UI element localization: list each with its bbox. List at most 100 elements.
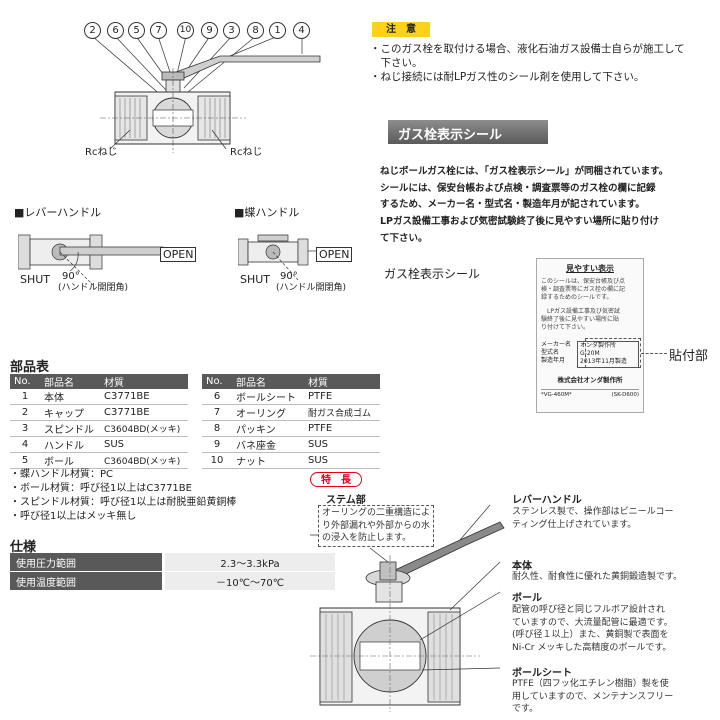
- col-part: 部品名: [40, 374, 100, 389]
- seal-pointer-label: 貼付部: [669, 349, 709, 364]
- feature-lever-text: ステンレス製で、操作部はビニールコー ティング仕上げされています。: [512, 506, 673, 531]
- parts-note: ・ボール材質：呼び径1以上はC3771BE: [10, 483, 192, 494]
- feature-stem-title: ステム部: [326, 495, 366, 506]
- feature-seat-title: ボールシート: [512, 668, 572, 679]
- sticker-line: り付けて下さい。: [541, 324, 590, 332]
- butterfly-shut-label: SHUT: [240, 273, 271, 286]
- lever-angle-note: (ハンドル開閉角): [58, 283, 129, 293]
- seal-section-banner: ガス栓表示シール: [388, 120, 548, 144]
- assembly-diagram: [70, 18, 330, 163]
- sticker-line: このシールは、保安台帳及び点: [541, 278, 626, 285]
- lever-shut-label: SHUT: [20, 273, 51, 286]
- col-material: 材質: [100, 374, 188, 389]
- sticker-company: 株式会社オンダ製作所: [557, 375, 623, 384]
- lever-handle-title: ■レバーハンドル: [14, 206, 102, 219]
- model-label: 型式名: [541, 348, 560, 356]
- butterfly-handle-title: ■蝶ハンドル: [234, 206, 300, 219]
- lever-open-label: OPEN: [160, 247, 197, 262]
- maker-label: メーカー名: [541, 340, 572, 348]
- sticker-footer: *VG-460M* (SK-D600): [541, 388, 639, 398]
- callout-2: 2: [84, 22, 101, 39]
- feature-text-line: ティング仕上げされています。: [512, 519, 637, 530]
- feature-text-line: (呼び径１以上）また、黄銅製で表面を: [512, 630, 669, 641]
- callout-4: 4: [293, 22, 310, 39]
- spec-row-pressure: 使用圧力範囲 2.3～3.3kPa: [10, 553, 340, 571]
- butterfly-angle-label: 90°: [280, 271, 298, 282]
- spec-title: 仕様: [10, 540, 37, 555]
- sticker-line: LPガス設備工事及び気密試: [541, 308, 620, 316]
- col-no: No.: [202, 374, 232, 389]
- feature-ball-title: ボール: [512, 593, 542, 604]
- seal-caption: ガス栓表示シール: [384, 267, 481, 281]
- seal-sticker: 見やすい表示 このシールは、保安台帳及び点 検・調査票等にガス栓の欄に記 録する…: [536, 258, 644, 413]
- callout-10: 10: [177, 22, 194, 39]
- callout-1: 1: [269, 22, 286, 39]
- spec-value: 2.3～3.3kPa: [165, 553, 335, 571]
- callout-8: 8: [247, 22, 264, 39]
- sticker-line: 検・調査票等にガス栓の欄に記: [541, 286, 626, 294]
- parts-note: ・呼び径1以上はメッキ無し: [10, 511, 137, 522]
- sticker-line: 験終了後に見やすい場所に貼: [541, 316, 620, 324]
- rc-thread-label-right: Rcねじ: [230, 147, 263, 158]
- butterfly-open-label: OPEN: [316, 247, 353, 262]
- parts-note: ・蝶ハンドル材質：PC: [10, 469, 114, 480]
- callout-6: 6: [107, 22, 124, 39]
- sticker-body: このシールは、保安台帳及び点 検・調査票等にガス栓の欄に記 録するためのシールで…: [541, 278, 639, 333]
- rc-thread-label-left: Rcねじ: [85, 147, 118, 158]
- notice-text: ・このガス栓を取付ける場合、液化石油ガス設備士自らが施工して 下さい。 ・ねじ接…: [370, 42, 685, 85]
- callout-7: 7: [150, 22, 167, 39]
- feature-text-line: オーリングの二重構造によ: [322, 508, 431, 518]
- feature-text-line: の浸入を防止します。: [322, 533, 412, 544]
- col-no: No.: [10, 374, 40, 389]
- feature-body-title: 本体: [512, 561, 532, 572]
- model-value: G-20M: [580, 349, 600, 357]
- sticker-footer-right: (SK-D600): [611, 391, 639, 398]
- feature-lever-title: レバーハンドル: [512, 495, 582, 506]
- feature-seat-text: PTFE（四フッ化エチレン樹脂）製を使 用していますので、メンテナンスフリー で…: [512, 678, 673, 716]
- sticker-title: 見やすい表示: [566, 264, 614, 273]
- notice-line: ・このガス栓を取付ける場合、液化石油ガス設備士自らが施工して: [370, 43, 685, 55]
- feature-body-text: 耐久性、耐食性に優れた黄銅鍛造製です。: [512, 571, 682, 584]
- feature-text-line: 耐久性、耐食性に優れた黄銅鍛造製です。: [512, 572, 683, 582]
- feature-text-line: PTFE（四フッ化エチレン樹脂）製を使: [512, 679, 669, 689]
- feature-text-line: ていますので、大流量配管に最適です。: [512, 617, 673, 628]
- col-part: 部品名: [232, 374, 304, 389]
- parts-note: ・スピンドル材質：呼び径1以上は耐脱亜鉛黄銅棒: [10, 497, 237, 508]
- butterfly-angle-note: (ハンドル開閉角): [276, 283, 347, 293]
- feature-stem-text: オーリングの二重構造によ り外部漏れや外部からの水 の浸入を防止します。: [318, 505, 435, 547]
- notice-line: ・ねじ接続には耐LPガス性のシール剤を使用して下さい。: [370, 71, 645, 84]
- notice-tag: 注 意: [372, 22, 430, 37]
- feature-text-line: です。: [512, 704, 539, 715]
- col-material: 材質: [304, 374, 380, 389]
- maker-value: オンダ製作所: [580, 341, 617, 349]
- seal-text-line: するため、メーカー名・型式名・製造年月が記されています。: [380, 199, 645, 211]
- feature-ball-text: 配管の呼び径と同じフルボア設計され ていますので、大流量配管に最適です。 (呼び…: [512, 604, 673, 654]
- spec-label: 使用圧力範囲: [10, 553, 162, 571]
- sticker-line: 録するためのシールです。: [541, 294, 613, 302]
- date-label: 製造年月: [541, 357, 566, 365]
- spec-value: －10℃～70℃: [165, 572, 335, 590]
- date-value: 2013年11月製造: [580, 358, 627, 366]
- seal-pointer-line: [641, 353, 667, 354]
- callout-9: 9: [201, 22, 218, 39]
- seal-pointer-box: [585, 338, 641, 368]
- seal-text-line: ねじボールガス栓には、「ガス栓表示シール」が同梱されています。: [380, 166, 669, 177]
- notice-line: 下さい。: [370, 57, 423, 70]
- spec-row-temperature: 使用温度範囲 －10℃～70℃: [10, 572, 340, 590]
- features-tag: 特 長: [310, 472, 362, 487]
- parts-title: 部品表: [10, 360, 50, 375]
- seal-text-line: シールには、保安台帳および点検・調査票等のガス栓の欄に記録: [380, 182, 656, 194]
- sticker-footer-left: *VG-460M*: [541, 391, 572, 398]
- feature-text-line: 用していますので、メンテナンスフリー: [512, 691, 674, 702]
